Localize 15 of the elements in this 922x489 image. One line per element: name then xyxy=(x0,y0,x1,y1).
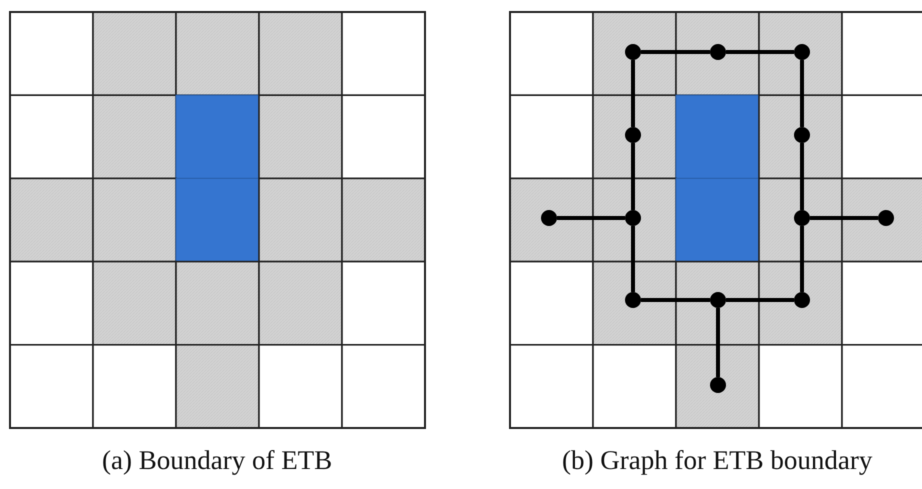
graph-edge xyxy=(800,60,804,127)
graph-edge xyxy=(800,143,804,210)
panel-caption: (b) Graph for ETB boundary xyxy=(562,445,872,476)
graph-edge xyxy=(557,216,625,220)
graph-edge xyxy=(631,143,635,210)
graph-edge xyxy=(641,298,710,302)
graph-edge xyxy=(810,216,878,220)
graph-edge xyxy=(631,60,635,127)
graph-edge xyxy=(726,50,794,54)
graph-edge xyxy=(716,308,720,377)
panel-caption: (a) Boundary of ETB xyxy=(102,445,332,476)
graph-edge xyxy=(800,226,804,292)
graph-edge xyxy=(726,298,794,302)
graph-edge xyxy=(641,50,710,54)
graph-edge xyxy=(631,226,635,292)
